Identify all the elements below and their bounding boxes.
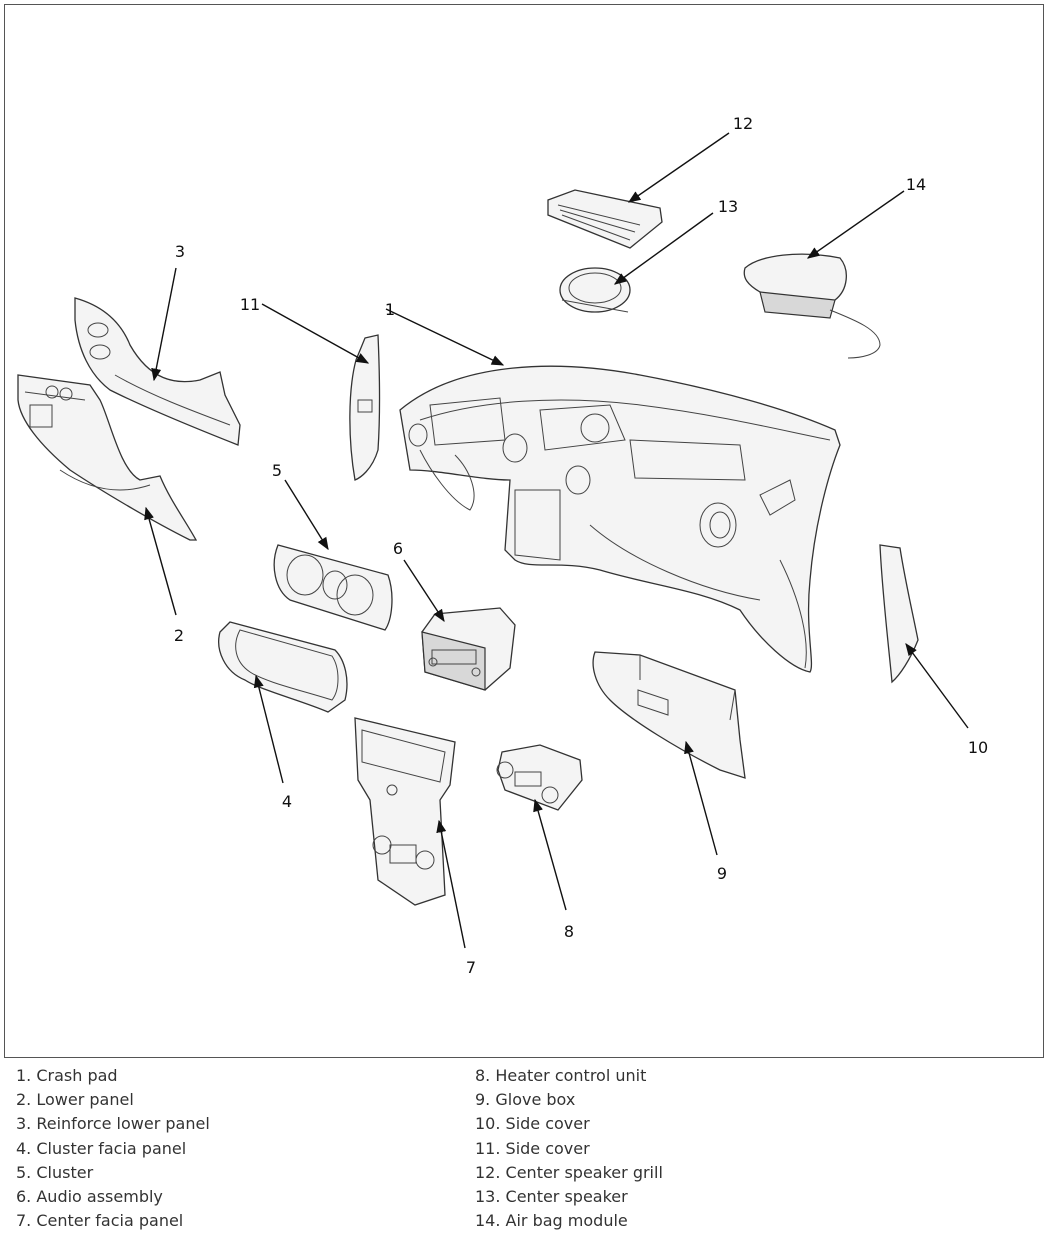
- legend-column-left: 1. Crash pad 2. Lower panel 3. Reinforce…: [16, 1064, 210, 1233]
- crash-pad-part: [399, 365, 841, 673]
- side-cover-left-part: [349, 334, 381, 481]
- cluster-part: [273, 544, 393, 631]
- lower-panel-part: [17, 374, 198, 541]
- callout-10: 10: [968, 738, 988, 757]
- callout-12: 12: [733, 114, 753, 133]
- reinforce-lower-panel-part: [74, 297, 241, 446]
- leader-2: [144, 506, 177, 616]
- legend-item: 14. Air bag module: [475, 1211, 628, 1231]
- callout-2: 2: [174, 626, 184, 645]
- callout-14: 14: [906, 175, 926, 194]
- callout-9: 9: [717, 864, 727, 883]
- leader-1: [385, 308, 505, 366]
- legend-item: 12. Center speaker grill: [475, 1162, 663, 1182]
- exploded-parts-diagram: 1 2 3 4 5 6 7 8 9 10 11 12 13 14: [17, 114, 988, 977]
- side-cover-right-part: [879, 544, 919, 684]
- leader-12: [627, 132, 730, 203]
- air-bag-module-part: [743, 253, 881, 359]
- parts-legend: 1. Crash pad 2. Lower panel 3. Reinforce…: [0, 1064, 1050, 1234]
- leader-13: [613, 212, 714, 285]
- callout-numbers: 1 2 3 4 5 6 7 8 9 10 11 12 13 14: [174, 114, 988, 977]
- heater-control-unit-part: [496, 744, 583, 811]
- legend-item: 4. Cluster facia panel: [16, 1138, 187, 1158]
- cluster-facia-panel-part: [218, 621, 348, 713]
- center-facia-panel-part: [354, 717, 456, 906]
- legend-item: 3. Reinforce lower panel: [16, 1114, 210, 1134]
- legend-column-right: 8. Heater control unit 9. Glove box 10. …: [475, 1064, 663, 1233]
- callout-1: 1: [385, 300, 395, 319]
- audio-assembly-part: [421, 607, 516, 691]
- legend-item: 7. Center facia panel: [16, 1211, 184, 1231]
- legend-item: 2. Lower panel: [16, 1090, 134, 1110]
- legend-item: 6. Audio assembly: [16, 1187, 163, 1207]
- leader-8: [533, 798, 567, 911]
- leader-11: [261, 303, 370, 364]
- leader-14: [806, 190, 905, 259]
- callout-3: 3: [175, 242, 185, 261]
- callout-4: 4: [282, 792, 292, 811]
- leader-4: [253, 674, 284, 784]
- leader-5: [284, 479, 329, 551]
- legend-item: 11. Side cover: [475, 1138, 590, 1158]
- leader-6: [403, 559, 445, 623]
- callout-7: 7: [466, 958, 476, 977]
- leader-10: [905, 642, 969, 729]
- leader-9: [684, 740, 718, 856]
- glove-box-part: [592, 651, 746, 779]
- legend-item: 10. Side cover: [475, 1114, 590, 1134]
- center-speaker-grill-part: [547, 189, 663, 249]
- legend-item: 1. Crash pad: [16, 1066, 118, 1085]
- legend-item: 8. Heater control unit: [475, 1066, 647, 1085]
- leader-3: [151, 267, 177, 382]
- callout-6: 6: [393, 539, 403, 558]
- legend-item: 5. Cluster: [16, 1162, 94, 1182]
- callout-5: 5: [272, 461, 282, 480]
- legend-item: 9. Glove box: [475, 1090, 576, 1110]
- callout-8: 8: [564, 922, 574, 941]
- diagram-frame: [4, 4, 1044, 1058]
- callout-13: 13: [718, 197, 738, 216]
- leader-lines: [144, 132, 969, 949]
- center-speaker-part: [559, 267, 631, 313]
- callout-11: 11: [240, 295, 260, 314]
- legend-item: 13. Center speaker: [475, 1187, 628, 1207]
- leader-7: [436, 819, 466, 949]
